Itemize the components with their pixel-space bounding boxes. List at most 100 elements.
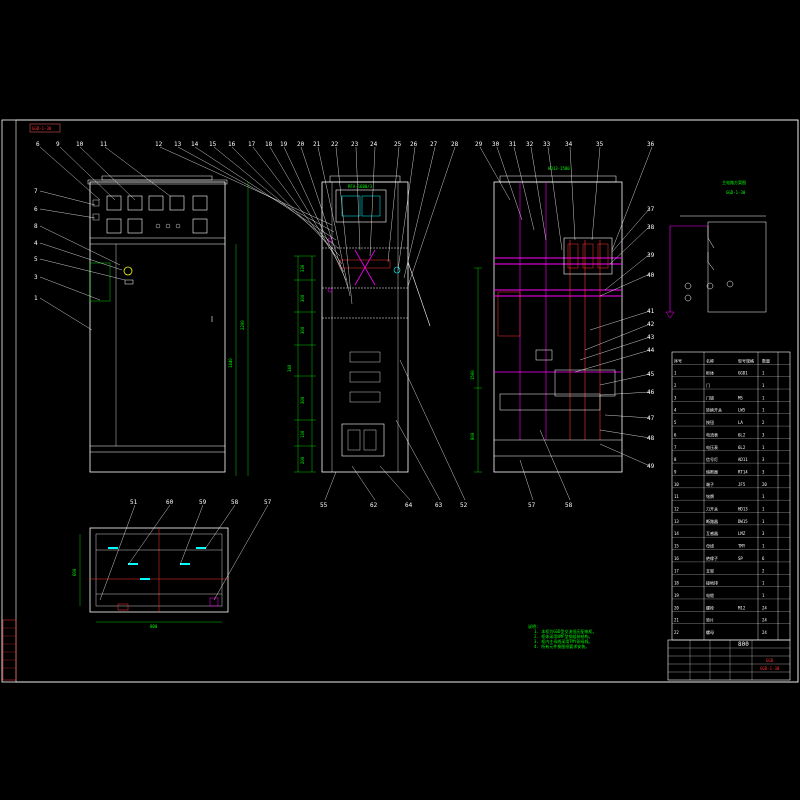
balloon-s14: 14 (191, 141, 199, 148)
side-dim-3: 300 (300, 326, 305, 334)
note-0: 说明: (528, 623, 538, 629)
rear-tag: HD13-1500 (548, 166, 570, 171)
balloon-p59: 59 (199, 499, 207, 506)
front-dim-1: 1440 (228, 358, 233, 368)
summary-2: 800 (738, 641, 749, 648)
schematic: 主电路方案图 GGD-1-30 (665, 179, 767, 319)
note-4: 4. 所有元件按图纸要求安装。 (534, 643, 589, 649)
parts-table-cell: 7 (674, 445, 677, 450)
parts-table-cell: LMZ (738, 531, 746, 536)
parts-table-cell: 20 (674, 605, 679, 610)
balloon-r43: 43 (647, 334, 655, 341)
rear-dim-2: 800 (470, 432, 475, 440)
balloon-r34: 34 (565, 141, 573, 148)
balloon-s24: 24 (370, 141, 378, 148)
side-section: 330 300 300 340 300 130 200 RFA-1600/3 (287, 175, 431, 473)
balloon-f4: 11 (100, 141, 108, 148)
title-tag-box (29, 123, 61, 133)
balloon-f3: 10 (76, 141, 84, 148)
note-2: 2. 柜体采用8MF型钢组装结构。 (534, 633, 592, 639)
balloon-r36: 36 (647, 141, 655, 148)
parts-table-cell: 17 (674, 568, 679, 573)
balloon-s15: 15 (209, 141, 217, 148)
balloon-sb3: 64 (405, 502, 413, 509)
parts-table-cell: GGD1 (738, 371, 748, 376)
parts-table-cell: 6L2 (738, 445, 746, 450)
parts-table-cell: HD13 (738, 507, 748, 512)
parts-table-cell: 20 (762, 482, 767, 487)
balloon-s17: 17 (248, 141, 256, 148)
parts-table-cell: 3 (762, 457, 765, 462)
parts-header-cell: 数量 (762, 357, 770, 363)
parts-table-cell: TMY (738, 544, 746, 549)
balloon-r33: 33 (543, 141, 551, 148)
parts-table-cell: 信号灯 (706, 456, 718, 462)
balloon-r49: 49 (647, 463, 655, 470)
parts-table-cell: 电流表 (706, 431, 718, 437)
parts-table-cell: 转换开关 (706, 407, 722, 413)
parts-table-cell: 6 (762, 556, 765, 561)
parts-header-cell: 名称 (706, 357, 714, 363)
parts-table-cell: 14 (674, 531, 679, 536)
parts-table-cell: 15 (674, 544, 679, 549)
balloon-s13: 13 (174, 141, 182, 148)
balloon-s16: 16 (228, 141, 236, 148)
balloon-s19: 19 (280, 141, 288, 148)
parts-table-cell: SP (738, 556, 743, 561)
parts-table-cell: 铭牌 (706, 493, 714, 499)
balloon-r32: 32 (526, 141, 534, 148)
revision-block (2, 619, 17, 681)
parts-table-cell: 1 (762, 593, 765, 598)
parts-table-cell: 3 (762, 531, 765, 536)
plan-view: 600 800 (72, 527, 229, 629)
parts-table-cell: 刀开关 (706, 506, 718, 512)
side-dim-7: 200 (300, 456, 305, 464)
balloon-f9: 5 (34, 256, 38, 263)
balloon-s12: 12 (155, 141, 163, 148)
schematic-title: 主电路方案图 (722, 179, 746, 185)
parts-table-cell: 24 (762, 618, 767, 623)
balloon-r37: 37 (647, 206, 655, 213)
balloon-f10: 3 (34, 274, 38, 281)
parts-table-cell: 断路器 (706, 518, 718, 524)
parts-table-cell: 3 (762, 432, 765, 437)
parts-table-cell: 13 (674, 519, 679, 524)
balloon-f6: 6 (34, 206, 38, 213)
parts-table-cell: 12 (674, 507, 679, 512)
side-dim-4: 340 (287, 364, 292, 372)
parts-table-cell: 8 (674, 457, 677, 462)
balloon-r41: 41 (647, 308, 655, 315)
note-1: 1. 本柜为GGD型交流低压配电柜。 (534, 628, 596, 634)
balloon-r29: 29 (475, 141, 483, 148)
balloon-s25: 25 (394, 141, 402, 148)
balloon-f1: 6 (36, 141, 40, 148)
side-balloon-leaders (159, 146, 466, 501)
parts-table-cell: 21 (674, 618, 679, 623)
balloon-s20: 20 (297, 141, 305, 148)
parts-table-cell: 9 (674, 469, 677, 474)
balloon-s27: 27 (430, 141, 438, 148)
parts-table-cell: 10 (674, 482, 679, 487)
balloon-sb4: 63 (435, 502, 443, 509)
parts-table-cell: 5 (674, 420, 677, 425)
parts-table-cell: 门 (706, 382, 710, 388)
balloon-s18: 18 (265, 141, 273, 148)
parts-table-cell: 螺母 (706, 629, 714, 635)
parts-table-cell: 6L2 (738, 432, 746, 437)
parts-table-cell: 1 (674, 371, 677, 376)
parts-table-cell: 1 (762, 445, 765, 450)
parts-table-cell: 16 (674, 556, 679, 561)
parts-table-cell: 支架 (706, 567, 714, 573)
balloon-r48: 48 (647, 435, 655, 442)
balloon-s21: 21 (313, 141, 321, 148)
balloon-r40: 40 (647, 272, 655, 279)
plan-balloon-leaders (99, 504, 269, 601)
rear-view: 1500 800 HD13-1500 (470, 166, 623, 473)
balloon-r45: 45 (647, 371, 655, 378)
balloon-f11: 1 (34, 295, 38, 302)
parts-table-cell: MS (738, 395, 743, 400)
parts-table-cell: 互感器 (706, 530, 718, 536)
balloon-sb1: 55 (320, 502, 328, 509)
